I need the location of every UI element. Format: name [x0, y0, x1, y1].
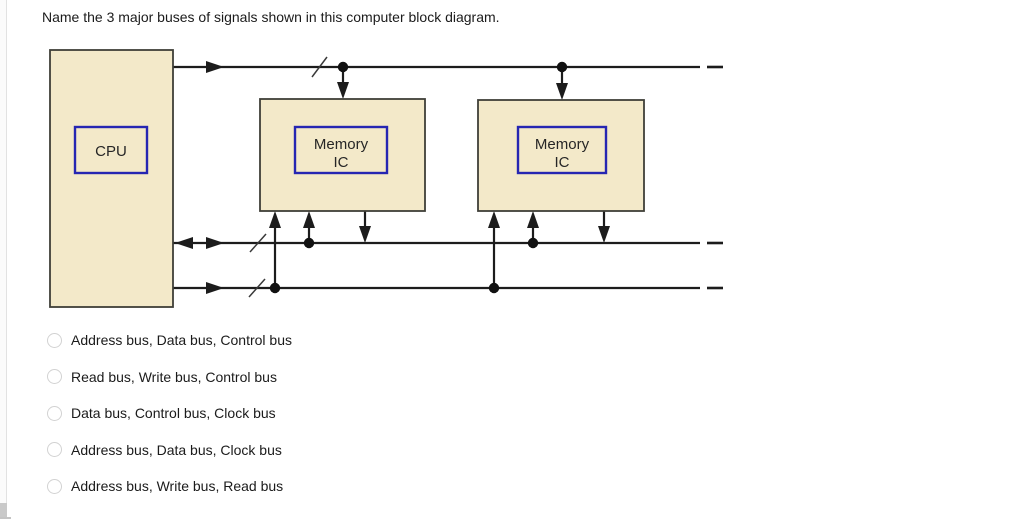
radio-button[interactable] — [47, 442, 62, 457]
right-arrowhead — [206, 237, 224, 249]
memory-ic-2-block: Memory IC — [477, 99, 645, 212]
cpu-block: CPU — [49, 49, 174, 308]
panel-corner-divider — [0, 517, 11, 519]
question-title: Name the 3 major buses of signals shown … — [42, 9, 500, 25]
option-label: Data bus, Control bus, Clock bus — [71, 405, 276, 421]
cpu-label-box — [73, 125, 149, 175]
up-arrowhead — [527, 211, 539, 228]
down-arrowhead — [337, 82, 349, 99]
bottom-bus — [173, 278, 723, 298]
junction-dot — [556, 61, 568, 73]
right-arrowhead — [206, 282, 224, 294]
radio-button[interactable] — [47, 478, 62, 494]
computer-block-diagram: CPU Memory IC Memory IC — [49, 49, 723, 308]
memory-ic-2-label-line2: IC — [555, 154, 570, 171]
option-row-1[interactable]: Address bus, Data bus, Control bus — [47, 332, 292, 348]
junction-dot — [527, 237, 539, 249]
option-label: Address bus, Write bus, Read bus — [71, 478, 284, 494]
memory-ic-1-label-line2: IC — [334, 154, 349, 171]
answer-options: Address bus, Data bus, Control bus Read … — [47, 332, 292, 515]
left-arrowhead — [175, 237, 193, 249]
option-row-5[interactable]: Address bus, Write bus, Read bus — [47, 478, 292, 494]
middle-bus — [173, 233, 723, 253]
down-arrowhead — [359, 226, 371, 243]
memory-ic-2-label-box — [516, 125, 608, 175]
option-label: Address bus, Data bus, Clock bus — [71, 441, 282, 458]
scrollbar-thumb[interactable] — [0, 503, 7, 517]
up-arrowhead — [269, 211, 281, 228]
junction-dot — [337, 61, 349, 73]
option-row-3[interactable]: Data bus, Control bus, Clock bus — [47, 405, 292, 421]
radio-button[interactable] — [47, 332, 62, 348]
junction-dot — [303, 237, 315, 249]
radio-button[interactable] — [47, 369, 62, 384]
memory1-connections — [269, 61, 371, 294]
cpu-label: CPU — [95, 143, 127, 160]
memory-ic-1-block: Memory IC — [259, 98, 426, 212]
bus-width-slash — [311, 56, 328, 78]
option-row-4[interactable]: Address bus, Data bus, Clock bus — [47, 442, 292, 458]
memory-ic-1-label-line1: Memory — [314, 136, 369, 153]
junction-dot — [488, 282, 500, 294]
left-scrollbar-track[interactable] — [0, 0, 7, 517]
down-arrowhead — [556, 83, 568, 100]
memory-ic-1-label-box — [293, 125, 389, 175]
right-arrowhead — [206, 61, 224, 73]
option-label: Read bus, Write bus, Control bus — [71, 368, 277, 385]
option-label: Address bus, Data bus, Control bus — [71, 332, 293, 348]
radio-button[interactable] — [47, 405, 62, 421]
junction-dot — [269, 282, 281, 294]
down-arrowhead — [598, 226, 610, 243]
option-row-2[interactable]: Read bus, Write bus, Control bus — [47, 369, 292, 385]
bus-width-slash — [248, 278, 266, 298]
top-bus — [173, 56, 723, 78]
bus-width-slash — [249, 233, 267, 253]
up-arrowhead — [488, 211, 500, 228]
memory2-connections — [488, 61, 610, 294]
up-arrowhead — [303, 211, 315, 228]
memory-ic-2-label-line1: Memory — [535, 136, 590, 153]
